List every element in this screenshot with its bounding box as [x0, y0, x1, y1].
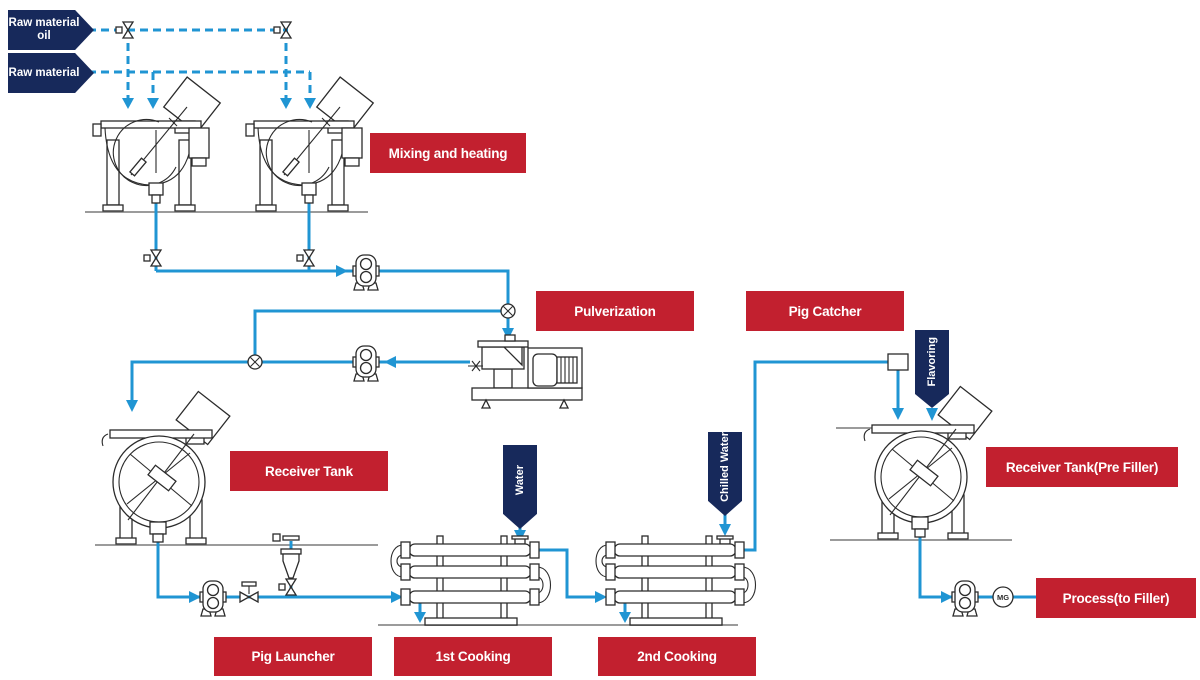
- valve-oil-2: [273, 21, 292, 39]
- label-receiver-tank-pre-filler: Receiver Tank(Pre Filler): [986, 447, 1178, 487]
- valve-pig-launcher: [278, 578, 297, 596]
- arrow-receiver-inlet: [126, 400, 138, 412]
- pump-pulverizer-discharge: [352, 345, 380, 382]
- label-first-cooking-text: 1st Cooking: [435, 649, 511, 664]
- pipe-hx1-to-hx2: [539, 548, 595, 599]
- arrow-chilled-water: [719, 524, 731, 536]
- banner-water-text: Water: [514, 464, 526, 496]
- label-process-to-filler-text: Process(to Filler): [1062, 590, 1170, 606]
- pig-launcher-funnel: [272, 533, 302, 579]
- mg-flow-meter: MG: [992, 586, 1014, 608]
- arrow-discharge-left: [384, 356, 396, 368]
- pig-catcher-device: [887, 353, 909, 371]
- arrow-receiver2-inlet: [892, 408, 904, 420]
- pipe-recirculation: [253, 309, 501, 355]
- banner-flavoring: Flavoring: [915, 330, 949, 408]
- label-receiver-tank: Receiver Tank: [230, 451, 388, 491]
- pipe-receiver-outlet-line: [156, 542, 393, 599]
- label-process-to-filler: Process(to Filler): [1036, 578, 1196, 618]
- banner-raw-material-oil: Raw material oil: [8, 10, 94, 50]
- arrow-to-pump3: [189, 591, 201, 603]
- pump-receiver-outlet: [199, 580, 227, 617]
- banner-raw-material: Raw material: [8, 53, 94, 93]
- pump-mixing-line: [352, 254, 380, 291]
- label-pig-catcher: Pig Catcher: [746, 291, 904, 331]
- arrow-pulverizer-inlet: [502, 328, 514, 340]
- label-mixing-and-heating: Mixing and heating: [370, 133, 526, 173]
- valve-kettle1-outlet: [143, 249, 162, 267]
- banner-water: Water: [503, 445, 537, 529]
- pipe-kettles-to-pulverizer: [156, 269, 510, 304]
- banner-chilled-water: Chilled Water: [708, 432, 742, 516]
- banner-flavoring-text: Flavoring: [926, 337, 938, 387]
- label-pulverization-text: Pulverization: [574, 303, 656, 319]
- pipe-hx2-to-pig-catcher: [744, 360, 888, 552]
- label-pig-launcher-text: Pig Launcher: [251, 649, 335, 664]
- arrow-hx2-drain: [619, 612, 631, 623]
- mg-flow-meter-label: MG: [997, 593, 1009, 602]
- arrow-to-pump1: [336, 265, 348, 277]
- junction-discharge-line: [247, 354, 263, 370]
- junction-pulverizer-inlet: [500, 303, 516, 319]
- label-mixing-and-heating-text: Mixing and heating: [388, 145, 508, 161]
- banner-raw-material-oil-text: Raw material oil: [8, 17, 80, 42]
- second-cooking-unit: [595, 535, 757, 626]
- pipe-to-receiver-tank: [130, 360, 248, 400]
- pipe-receiver2-outlet-line: [918, 537, 1036, 599]
- arrow-raw-kettle2: [304, 98, 316, 109]
- label-second-cooking: 2nd Cooking: [598, 637, 756, 676]
- label-pig-launcher: Pig Launcher: [214, 637, 372, 676]
- label-pig-catcher-text: Pig Catcher: [788, 303, 862, 319]
- label-receiver-tank-text: Receiver Tank: [265, 463, 353, 479]
- arrow-hx2-inlet: [595, 591, 607, 603]
- control-valve-receiver-line: [239, 581, 259, 603]
- label-second-cooking-text: 2nd Cooking: [637, 649, 717, 664]
- arrow-raw-kettle1: [147, 98, 159, 109]
- arrow-hx1-inlet: [391, 591, 403, 603]
- mixing-kettle-2: [245, 76, 374, 212]
- arrow-flavoring: [926, 408, 938, 421]
- valve-kettle2-outlet: [296, 249, 315, 267]
- arrow-oil-kettle2: [280, 98, 292, 109]
- receiver-tank-vessel: [101, 390, 231, 545]
- pump-filler-line: [951, 580, 979, 617]
- arrow-to-pump4: [941, 591, 953, 603]
- label-first-cooking: 1st Cooking: [394, 637, 552, 676]
- label-pulverization: Pulverization: [536, 291, 694, 331]
- pulverizer-machine: [468, 334, 583, 409]
- banner-raw-material-text: Raw material: [8, 66, 80, 79]
- arrow-hx1-drain: [414, 612, 426, 623]
- mixing-kettle-1: [92, 76, 221, 212]
- first-cooking-unit: [390, 535, 552, 626]
- label-receiver-tank-pre-filler-text: Receiver Tank(Pre Filler): [1005, 459, 1159, 475]
- banner-chilled-water-text: Chilled Water: [719, 432, 731, 502]
- arrow-oil-kettle1: [122, 98, 134, 109]
